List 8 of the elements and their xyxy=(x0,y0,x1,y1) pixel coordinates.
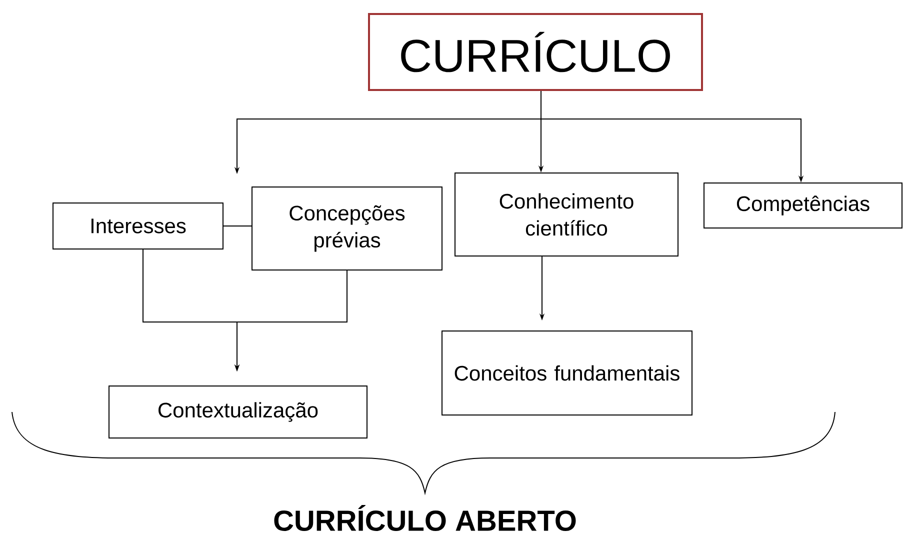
process-box: Conhecimento científico xyxy=(454,172,678,256)
process-box: Contextualização xyxy=(108,386,368,438)
process-box: Concepções prévias xyxy=(252,186,442,270)
process-box: Competências xyxy=(704,182,902,228)
process-box: Conceitos fundamentais xyxy=(442,330,692,416)
title-box: CURRÍCULO xyxy=(368,13,703,91)
process-box: Interesses xyxy=(52,202,224,250)
caption-text: CURRÍCULO ABERTO xyxy=(274,505,576,531)
